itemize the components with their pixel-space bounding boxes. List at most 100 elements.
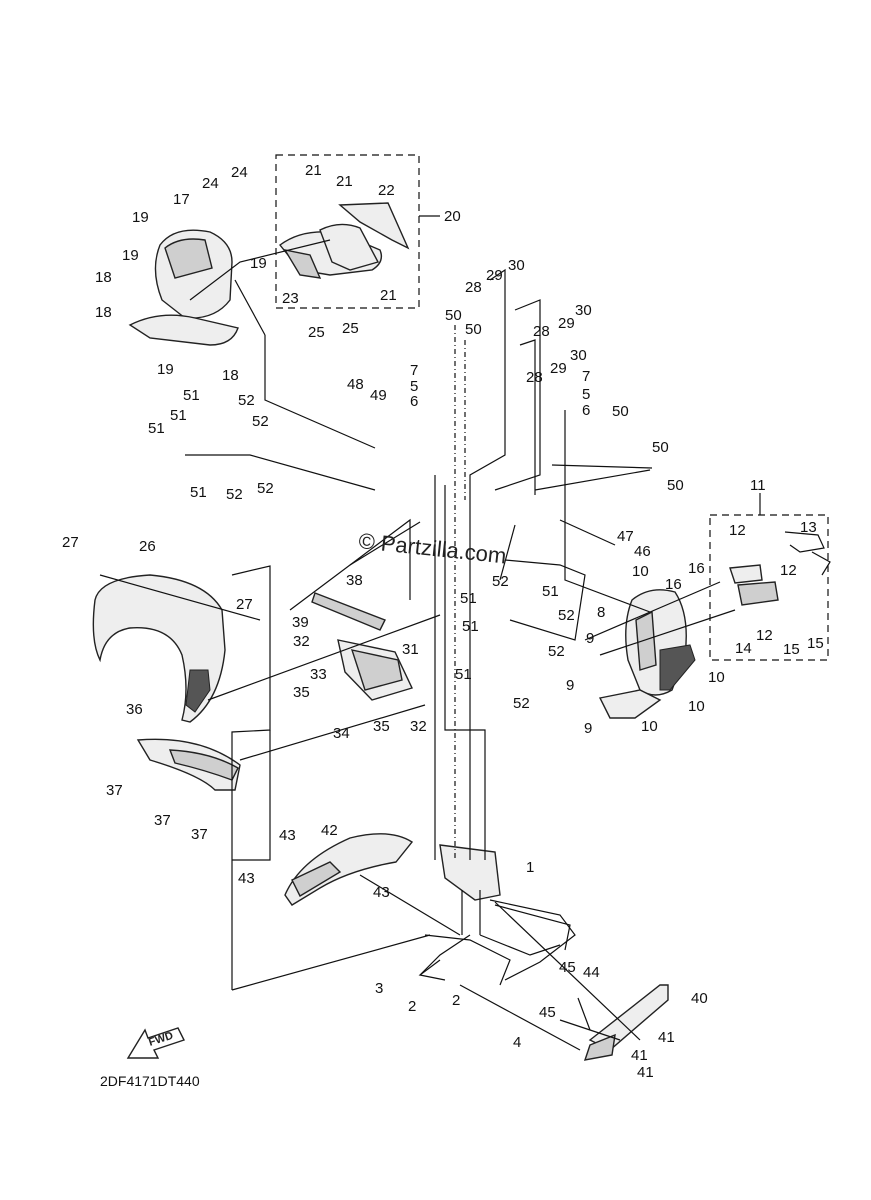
callout-31: 31 — [402, 641, 419, 658]
callout-52: 52 — [238, 392, 255, 409]
callout-28: 28 — [526, 369, 543, 386]
callout-12: 12 — [780, 562, 797, 579]
callout-46: 46 — [634, 543, 651, 560]
callout-10: 10 — [708, 669, 725, 686]
callout-10: 10 — [641, 718, 658, 735]
callout-18: 18 — [222, 367, 239, 384]
callout-9: 9 — [586, 630, 594, 647]
callout-50: 50 — [652, 439, 669, 456]
callout-21: 21 — [380, 287, 397, 304]
callout-16: 16 — [688, 560, 705, 577]
callout-51: 51 — [148, 420, 165, 437]
callout-43: 43 — [238, 870, 255, 887]
callout-44: 44 — [583, 964, 600, 981]
stay-part — [583, 984, 669, 1061]
callout-21: 21 — [305, 162, 322, 179]
callout-47: 47 — [617, 528, 634, 545]
mirror-bracket-part — [729, 531, 831, 606]
callout-8: 8 — [597, 604, 605, 621]
callout-12: 12 — [756, 627, 773, 644]
callout-48: 48 — [347, 376, 364, 393]
callout-50: 50 — [612, 403, 629, 420]
callout-25: 25 — [342, 320, 359, 337]
callout-1: 1 — [526, 859, 534, 876]
callout-37: 37 — [154, 812, 171, 829]
callout-10: 10 — [688, 698, 705, 715]
callout-33: 33 — [310, 666, 327, 683]
lower-cover-part — [284, 833, 414, 906]
callout-15: 15 — [783, 641, 800, 658]
callout-38: 38 — [346, 572, 363, 589]
callout-2: 2 — [408, 998, 416, 1015]
callout-24: 24 — [202, 175, 219, 192]
callout-19: 19 — [250, 255, 267, 272]
callout-29: 29 — [486, 267, 503, 284]
callout-29: 29 — [558, 315, 575, 332]
callout-4: 4 — [513, 1034, 521, 1051]
callout-7: 7 — [410, 362, 418, 379]
callout-24: 24 — [231, 164, 248, 181]
callout-labels: 21 21 21 22 20 23 25 25 24 24 17 19 19 1… — [62, 162, 824, 1081]
callout-17: 17 — [173, 191, 190, 208]
callout-5: 5 — [410, 378, 418, 395]
callout-25: 25 — [308, 324, 325, 341]
callout-36: 36 — [126, 701, 143, 718]
callout-34: 34 — [333, 725, 350, 742]
callout-21: 21 — [336, 173, 353, 190]
callout-7: 7 — [582, 368, 590, 385]
callout-15: 15 — [807, 635, 824, 652]
callout-50: 50 — [445, 307, 462, 324]
diagram-code: 2DF4171DT440 — [100, 1073, 200, 1089]
callout-37: 37 — [106, 782, 123, 799]
callout-52: 52 — [492, 573, 509, 590]
callout-19: 19 — [122, 247, 139, 264]
callout-37: 37 — [191, 826, 208, 843]
callout-2: 2 — [452, 992, 460, 1009]
callout-40: 40 — [691, 990, 708, 1007]
callout-50: 50 — [465, 321, 482, 338]
callout-10: 10 — [632, 563, 649, 580]
callout-39: 39 — [292, 614, 309, 631]
callout-52: 52 — [513, 695, 530, 712]
callout-6: 6 — [582, 402, 590, 419]
callout-12: 12 — [729, 522, 746, 539]
callout-41: 41 — [631, 1047, 648, 1064]
callout-9: 9 — [584, 720, 592, 737]
callout-43: 43 — [279, 827, 296, 844]
bracket-part — [311, 592, 413, 701]
callout-28: 28 — [465, 279, 482, 296]
callout-29: 29 — [550, 360, 567, 377]
headlight-part — [598, 589, 696, 719]
callout-51: 51 — [460, 590, 477, 607]
callout-43: 43 — [373, 884, 390, 901]
group-box-20 — [275, 154, 420, 309]
callout-52: 52 — [548, 643, 565, 660]
callout-30: 30 — [570, 347, 587, 364]
meter-panel-part — [279, 202, 410, 279]
callout-45: 45 — [539, 1004, 556, 1021]
callout-26: 26 — [139, 538, 156, 555]
callout-13: 13 — [800, 519, 817, 536]
fwd-arrow-icon: FWD — [126, 1027, 185, 1059]
watermark-text: © Partzilla.com — [357, 528, 507, 568]
callout-11: 11 — [750, 477, 766, 494]
callout-35: 35 — [373, 718, 390, 735]
callout-20: 20 — [444, 208, 461, 225]
callout-41: 41 — [658, 1029, 675, 1046]
callout-49: 49 — [370, 387, 387, 404]
callout-51: 51 — [542, 583, 559, 600]
callout-51: 51 — [190, 484, 207, 501]
callout-50: 50 — [667, 477, 684, 494]
callout-35: 35 — [293, 684, 310, 701]
callout-16: 16 — [665, 576, 682, 593]
callout-6: 6 — [410, 393, 418, 410]
callout-32: 32 — [293, 633, 310, 650]
callout-52: 52 — [252, 413, 269, 430]
callout-32: 32 — [410, 718, 427, 735]
connector-lines — [99, 239, 736, 1051]
callout-5: 5 — [582, 386, 590, 403]
callout-51: 51 — [462, 618, 479, 635]
callout-51: 51 — [170, 407, 187, 424]
